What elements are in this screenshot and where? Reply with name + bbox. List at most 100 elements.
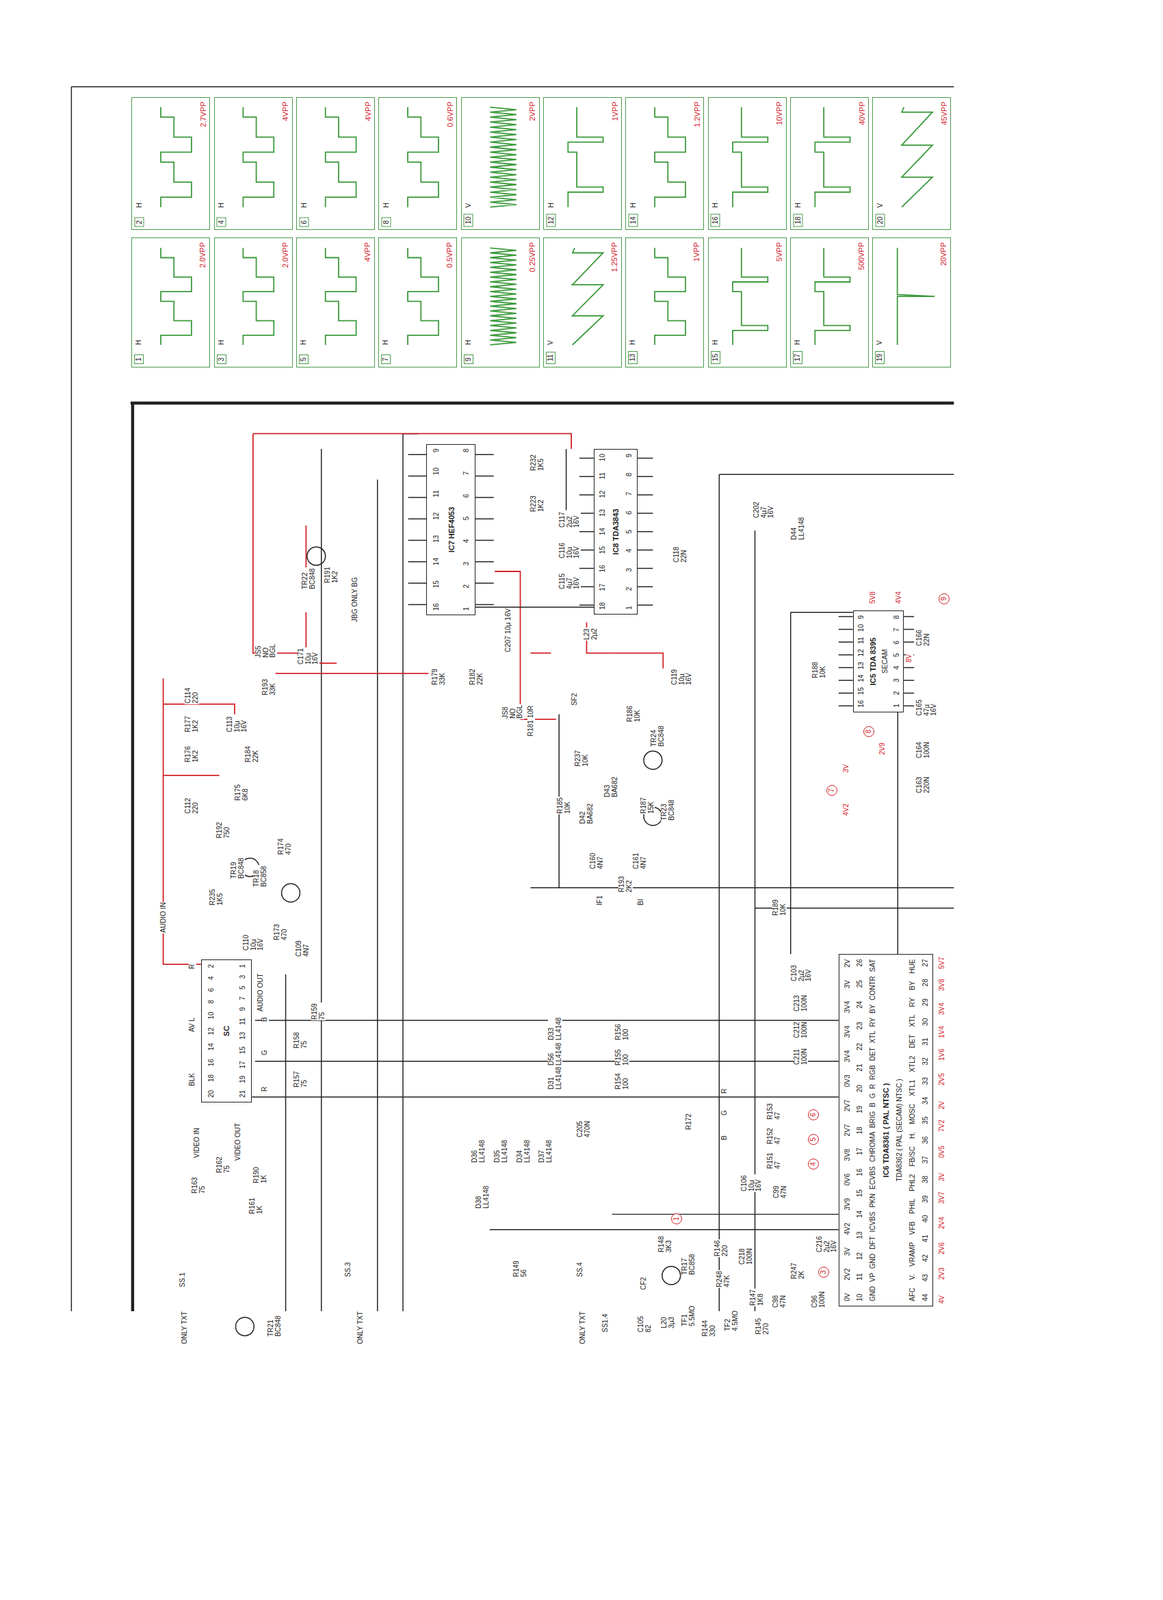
pin-list: 1 2 3 4 5 6 7 8 [892, 615, 901, 708]
component-label: R155 100 [615, 1048, 630, 1066]
component-label: D38 LL4148 [475, 1184, 490, 1209]
voltage-label: 2V9 [879, 741, 887, 756]
transistor-symbol [662, 1265, 681, 1285]
component-label: C116 10µ 16V [558, 541, 581, 559]
component-label: R181 10R [527, 704, 535, 737]
component-label: R237 10K [574, 749, 590, 767]
component-label: C114 220 [184, 686, 200, 704]
waveform-trace [901, 107, 933, 208]
component-label: C113 10µ 16V [226, 715, 249, 733]
pin-stub [903, 679, 914, 681]
component-label: SF2 [571, 692, 579, 707]
component-label: C165 47µ 16V [916, 698, 938, 717]
sweep-label: H [711, 339, 720, 346]
waveform-trace [407, 247, 439, 345]
wire [305, 525, 307, 572]
rotated-frame: 9H0.25VPP [461, 238, 540, 367]
component-label: R [721, 1087, 729, 1094]
component-label: R175 6K8 [234, 783, 250, 802]
voltage-label: 5V7 [938, 955, 947, 970]
component-label: IF1 [596, 894, 605, 906]
component-label: CF2 [640, 1275, 648, 1291]
wire [719, 474, 720, 1311]
signal-wire [251, 1095, 839, 1098]
component-label: R179 33K [431, 667, 447, 686]
sweep-label: V [464, 202, 473, 209]
component-label: BI [637, 898, 646, 906]
component-label: R [188, 962, 197, 969]
component-label: R247 2K [790, 1261, 806, 1280]
component-label: R173 470 [273, 922, 289, 941]
component-label: C115 4µ7 16V [558, 572, 581, 590]
component-label: SS.4 [576, 1260, 585, 1278]
pin-stub [475, 539, 494, 541]
sweep-label: V [875, 340, 884, 347]
callout-number: 1 [671, 1212, 683, 1224]
component-label: AV L [188, 1016, 197, 1033]
ic-text: SECAM [880, 615, 889, 708]
component-label: C110 10µ 16V [242, 933, 265, 951]
rotated-frame: 18H40VPP [790, 97, 869, 230]
component-label: C119 10µ 16V [671, 668, 694, 686]
wire [530, 886, 954, 888]
component-label: TR23 BC848 [660, 799, 676, 822]
component-label: C207 10µ 16V [504, 607, 513, 653]
component-label: D36 LL4148 [471, 1139, 486, 1163]
component-label: C205 470N [576, 1119, 592, 1138]
component-label: D43 BA682 [604, 775, 619, 798]
waveform-box: 6H4VPP [296, 97, 375, 230]
wire [790, 611, 854, 613]
component-label: D35 LL4148 [493, 1139, 509, 1163]
pin-stub [579, 512, 594, 514]
wire [402, 433, 403, 1311]
rotated-frame: 6H4VPP [296, 97, 375, 230]
waveform-box: 13H1VPP [625, 237, 704, 367]
sweep-label: H [628, 339, 637, 346]
pin-stub [838, 615, 854, 617]
pin-stub [407, 539, 427, 541]
component-label: C202 4µ7 16V [753, 500, 776, 519]
voltage-label: 4V [938, 1294, 947, 1304]
wire [130, 401, 954, 405]
signal-wire [897, 712, 899, 954]
component-label: R174 470 [277, 837, 293, 856]
component-label: R186 10K [626, 704, 642, 723]
pin-stub [903, 641, 914, 643]
pin-list: 1 2 3 4 5 6 7 8 9 [625, 453, 634, 610]
component-label: R192 750 [216, 820, 231, 839]
component-label: C112 220 [184, 796, 200, 815]
voltage-label: 4V2 [842, 802, 851, 817]
rotated-frame: 14H1.2VPP [625, 97, 704, 230]
component-label: R146 220 [714, 1238, 729, 1257]
sweep-label: H [299, 201, 308, 208]
wire [275, 672, 429, 674]
voltage-label: 5V8 [869, 590, 878, 605]
component-label: ONLY TXT [181, 1310, 189, 1345]
amplitude-label: 500VPP [857, 241, 867, 271]
voltage-label: 3V [842, 763, 851, 774]
waveform-trace [325, 107, 357, 208]
callout-number: 5 [807, 1133, 819, 1145]
pin-list: 16 15 14 13 12 11 10 9 [856, 615, 865, 708]
amplitude-label: 1.2VPP [693, 101, 702, 128]
voltage-label: 8V [905, 653, 914, 663]
pin-stub [407, 475, 427, 477]
component-label: R193 2K2 [618, 874, 633, 893]
component-label: R159 75 [311, 1002, 326, 1021]
pin-stub [637, 567, 653, 569]
waveform-trace [732, 247, 768, 345]
sweep-label: H [381, 201, 390, 208]
waveform-box: 4H4VPP [214, 97, 293, 230]
component-label: G [721, 1109, 729, 1117]
component-label: R190 1K [253, 1165, 268, 1184]
wire [253, 433, 307, 654]
waveform-box: 19V20VPP [872, 237, 951, 367]
pin-stub [838, 679, 854, 681]
pin-stub [579, 493, 594, 495]
pin-stub [579, 549, 594, 551]
amplitude-label: 2.0VPP [199, 241, 208, 269]
sweep-label: H [299, 339, 308, 346]
rotated-frame: 2H2.7VPP [132, 97, 210, 230]
